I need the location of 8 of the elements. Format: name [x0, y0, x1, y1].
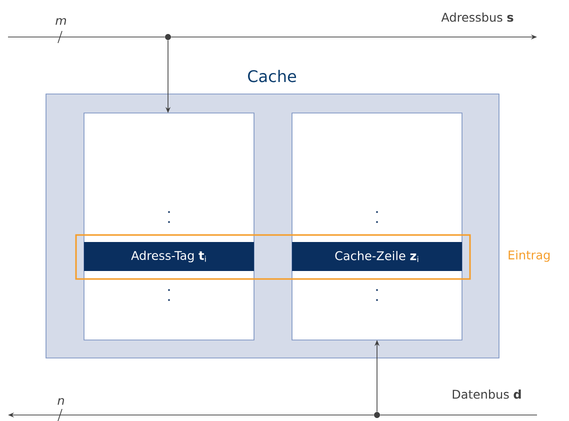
bus-label: Datenbus d	[452, 390, 521, 399]
entry-bar: Cache-Zeile z$_{i}$	[292, 242, 462, 271]
entry-bar: Adress-Tag t$_{i}$	[84, 242, 254, 271]
bus-label: Adressbus s	[441, 12, 514, 22]
bus-width-label: n	[58, 398, 64, 405]
bus-width-label: m	[56, 18, 66, 25]
title: Cache	[248, 70, 296, 82]
entry-label: Eintrag	[508, 250, 550, 262]
